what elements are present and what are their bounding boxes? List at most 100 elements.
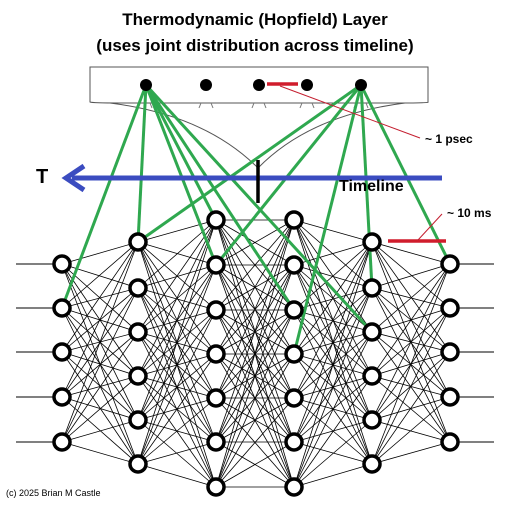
hopfield-connection bbox=[144, 83, 374, 334]
hopfield-connection bbox=[60, 84, 148, 309]
timeline-label: Timeline bbox=[339, 178, 404, 195]
weight-line bbox=[137, 219, 217, 289]
neuron-node bbox=[284, 388, 304, 408]
weight-line bbox=[293, 331, 373, 488]
weight-line bbox=[137, 353, 217, 465]
weight-line bbox=[61, 351, 139, 421]
weight-line bbox=[293, 241, 373, 488]
diagram-title: Thermodynamic (Hopfield) Layer bbox=[122, 10, 388, 29]
neuron-node bbox=[284, 255, 304, 275]
neuron-node bbox=[206, 300, 226, 320]
neuron-node bbox=[128, 278, 148, 298]
weight-line bbox=[293, 219, 373, 243]
weight-line bbox=[137, 309, 217, 465]
neuron-node bbox=[52, 432, 72, 452]
hopfield-cone-left bbox=[109, 102, 259, 169]
weight-line bbox=[137, 441, 217, 465]
weight-line bbox=[61, 263, 139, 289]
weight-line bbox=[371, 263, 451, 333]
neuron-node bbox=[440, 387, 460, 407]
hopfield-connection bbox=[136, 84, 148, 243]
weight-line bbox=[137, 219, 217, 465]
weight-line bbox=[371, 441, 451, 465]
timeline-arrowhead bbox=[61, 163, 86, 193]
timeline-arrow bbox=[61, 160, 442, 203]
weight-line bbox=[293, 241, 373, 355]
neuron-node bbox=[52, 387, 72, 407]
weight-line bbox=[371, 351, 451, 465]
hopfield-unit bbox=[301, 79, 313, 91]
neuron-node bbox=[206, 477, 226, 497]
weight-line bbox=[61, 396, 139, 465]
weight-line bbox=[371, 331, 451, 443]
neuron-node bbox=[128, 454, 148, 474]
neuron-node bbox=[362, 278, 382, 298]
ms-label: ~ 10 ms bbox=[447, 206, 492, 220]
time-axis-label: T bbox=[36, 166, 49, 188]
neuron-node bbox=[284, 477, 304, 497]
hopfield-units bbox=[140, 79, 367, 91]
neuron-node bbox=[440, 298, 460, 318]
weight-line bbox=[293, 375, 373, 488]
neuron-node bbox=[52, 298, 72, 318]
weight-line bbox=[215, 397, 295, 488]
hopfield-connection bbox=[144, 84, 296, 311]
neuron-node bbox=[206, 210, 226, 230]
weight-line bbox=[137, 219, 217, 333]
weight-line bbox=[61, 241, 139, 265]
hopfield-connections bbox=[60, 83, 452, 355]
weight-line bbox=[293, 241, 373, 443]
weight-line bbox=[215, 441, 295, 488]
neuron-node bbox=[362, 454, 382, 474]
network-wires bbox=[61, 219, 451, 488]
hopfield-cone-right bbox=[257, 102, 406, 169]
weight-line bbox=[293, 219, 373, 289]
neuron-node bbox=[206, 344, 226, 364]
neuron-node bbox=[362, 366, 382, 386]
hopfield-connection bbox=[137, 83, 362, 244]
weight-line bbox=[371, 375, 451, 443]
weight-line bbox=[137, 463, 217, 488]
weight-line bbox=[61, 241, 139, 398]
weight-line bbox=[137, 264, 217, 465]
hopfield-connection bbox=[359, 84, 374, 289]
hopfield-unit bbox=[355, 79, 367, 91]
weight-line bbox=[61, 351, 139, 465]
hopfield-connection bbox=[144, 84, 218, 266]
weight-line bbox=[137, 419, 217, 488]
weight-line bbox=[61, 241, 139, 353]
neuron-node bbox=[362, 232, 382, 252]
weight-line bbox=[137, 397, 217, 465]
neuron-node bbox=[284, 344, 304, 364]
weight-line bbox=[371, 307, 451, 465]
neuron-node bbox=[440, 432, 460, 452]
weight-line bbox=[371, 396, 451, 465]
weight-line bbox=[61, 241, 139, 309]
weight-line bbox=[371, 241, 451, 265]
diagram-subtitle: (uses joint distribution across timeline… bbox=[96, 36, 414, 55]
copyright-notice: (c) 2025 Brian M Castle bbox=[6, 488, 101, 498]
hopfield-connection bbox=[292, 84, 363, 355]
psec-pointer bbox=[279, 85, 421, 139]
neuron-node bbox=[52, 342, 72, 362]
weight-line bbox=[61, 331, 139, 443]
weight-line bbox=[371, 263, 451, 377]
neuron-node bbox=[206, 388, 226, 408]
weight-line bbox=[371, 263, 451, 289]
neuron-node bbox=[128, 322, 148, 342]
weight-line bbox=[293, 241, 373, 311]
weight-line bbox=[61, 419, 139, 443]
neuron-node bbox=[128, 232, 148, 252]
weight-line bbox=[215, 219, 295, 399]
weight-line bbox=[215, 219, 295, 488]
weight-line bbox=[215, 219, 295, 443]
neuron-node bbox=[206, 255, 226, 275]
time-markers bbox=[267, 82, 446, 243]
weight-line bbox=[215, 219, 295, 311]
neuron-node bbox=[362, 410, 382, 430]
neuron-node bbox=[440, 254, 460, 274]
weight-line bbox=[61, 241, 139, 443]
weight-line bbox=[137, 219, 217, 243]
weight-line bbox=[215, 353, 295, 488]
hopfield-connection bbox=[359, 84, 452, 265]
